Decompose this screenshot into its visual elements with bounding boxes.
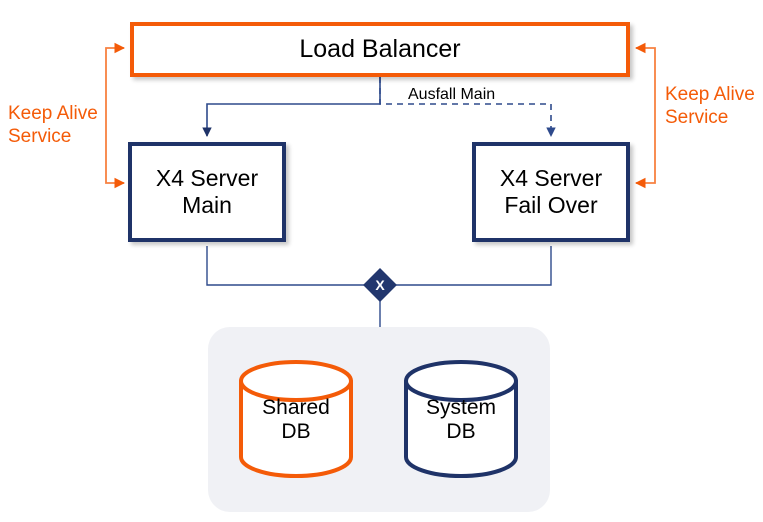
x4-server-failover-node[interactable]: X4 Server Fail Over bbox=[472, 142, 630, 242]
shared-db-node[interactable]: Shared DB bbox=[237, 360, 355, 478]
shared-db-label: Shared DB bbox=[262, 396, 330, 444]
load-balancer-node[interactable]: Load Balancer bbox=[130, 22, 630, 77]
system-db-node[interactable]: System DB bbox=[402, 360, 520, 478]
system-db-label: System DB bbox=[425, 396, 496, 444]
ausfall-main-label: Ausfall Main bbox=[408, 86, 496, 103]
x4-server-main-node[interactable]: X4 Server Main bbox=[128, 142, 286, 242]
cylinder-icon bbox=[239, 360, 353, 478]
x-connector-node[interactable]: X bbox=[363, 268, 397, 302]
x-connector-label: X bbox=[375, 277, 385, 293]
load-balancer-label: Load Balancer bbox=[299, 34, 461, 63]
keep-alive-service-label-left: Keep Alive Service bbox=[8, 103, 98, 148]
x4-server-failover-label: X4 Server Fail Over bbox=[499, 164, 603, 218]
cylinder-icon bbox=[404, 360, 518, 478]
x4-server-main-label: X4 Server Main bbox=[155, 164, 259, 218]
keep-alive-service-label-right: Keep Alive Service bbox=[665, 84, 755, 129]
